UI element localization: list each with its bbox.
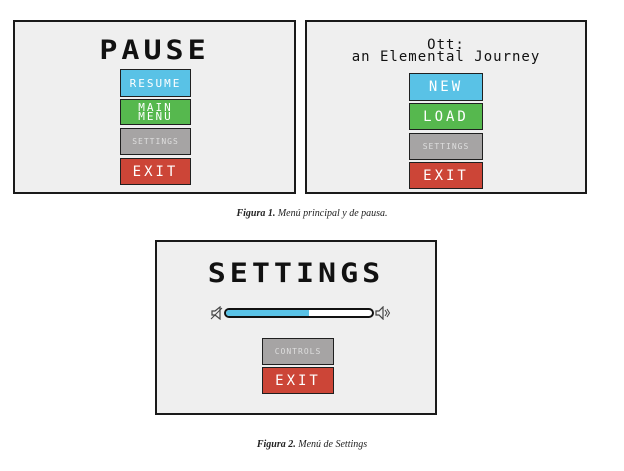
main-exit-button[interactable]: EXIT — [409, 162, 483, 189]
speaker-low-icon — [210, 306, 223, 320]
figure-2-caption: Figura 2. Menú de Settings — [0, 439, 624, 450]
game-title: Ott: an Elemental Journey — [307, 37, 585, 65]
pause-exit-button[interactable]: EXIT — [120, 158, 191, 185]
figure-1-text: Menú principal y de pausa. — [275, 208, 388, 219]
game-title-line2: an Elemental Journey — [351, 49, 541, 65]
settings-menu-panel: SETTINGS CONTROLS EXIT — [155, 240, 437, 415]
main-menu-button[interactable]: MAIN MENU — [120, 99, 191, 125]
pause-title: PAUSE — [99, 34, 210, 67]
new-game-button[interactable]: NEW — [409, 73, 483, 101]
game-title-line1: Ott: — [427, 37, 465, 53]
main-settings-button[interactable]: SETTINGS — [409, 133, 483, 160]
settings-title: SETTINGS — [207, 257, 385, 290]
load-game-button[interactable]: LOAD — [409, 103, 483, 130]
figure-2-label: Figura 2. — [256, 439, 296, 450]
volume-slider[interactable] — [224, 308, 374, 318]
resume-button[interactable]: RESUME — [120, 69, 191, 97]
figure-1-caption: Figura 1. Menú principal y de pausa. — [0, 208, 624, 219]
speaker-high-icon — [375, 306, 391, 320]
pause-menu-panel: PAUSE RESUME MAIN MENU SETTINGS EXIT — [13, 20, 296, 194]
volume-slider-fill — [226, 310, 310, 316]
settings-exit-button[interactable]: EXIT — [262, 367, 334, 394]
controls-button[interactable]: CONTROLS — [262, 338, 334, 365]
figure-2-text: Menú de Settings — [295, 439, 368, 450]
pause-settings-button[interactable]: SETTINGS — [120, 128, 191, 155]
figure-1-label: Figura 1. — [236, 208, 276, 219]
main-menu-panel: Ott: an Elemental Journey NEW LOAD SETTI… — [305, 20, 587, 194]
